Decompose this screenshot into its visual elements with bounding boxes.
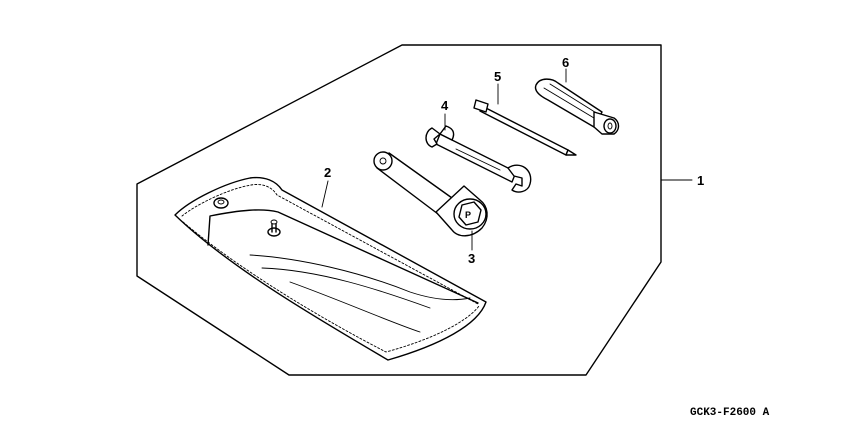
screwdriver-handle-part [534, 78, 620, 135]
socket-wrench-part: P [373, 151, 488, 237]
svg-text:P: P [465, 210, 471, 220]
drawing-code: GCK3-F2600 A [690, 407, 770, 419]
callout-6: 6 [562, 55, 569, 70]
callout-1: 1 [697, 173, 704, 188]
callout-4: 4 [441, 98, 449, 113]
callout-5: 5 [494, 69, 501, 84]
spanner-part [425, 125, 532, 193]
callout-3: 3 [468, 251, 475, 266]
kit-boundary-outline [136, 44, 662, 376]
tool-bag-part [174, 176, 487, 361]
leader-line-2 [321, 180, 329, 208]
callout-2: 2 [324, 165, 331, 180]
screwdriver-blade-part [473, 99, 577, 156]
